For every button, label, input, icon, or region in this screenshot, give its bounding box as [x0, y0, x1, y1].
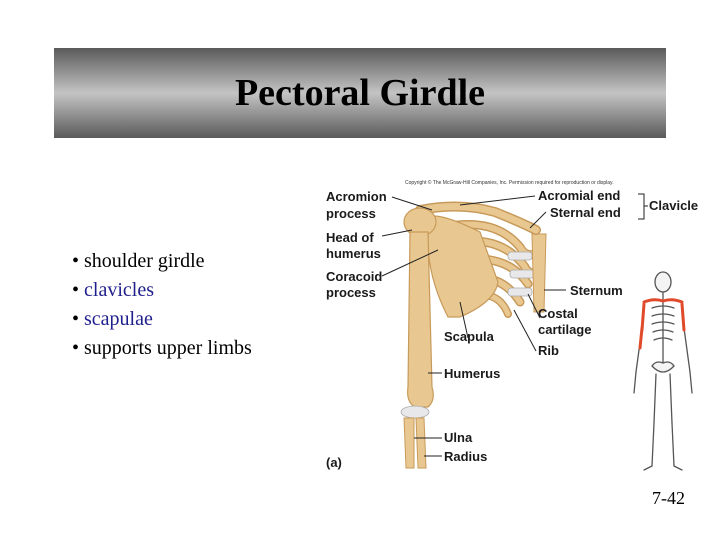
label-rib: Rib [538, 343, 559, 358]
title-bar: Pectoral Girdle [54, 48, 666, 138]
slide-number: 7-42 [652, 488, 685, 508]
bullet-item: supports upper limbs [72, 334, 252, 363]
humerus-illustration [400, 207, 437, 419]
label-ulna: Ulna [444, 430, 473, 445]
label-acromial-end: Acromial end [538, 188, 620, 203]
bullet-item: clavicles [72, 276, 252, 305]
label-panel-a: (a) [326, 455, 342, 470]
pectoral-girdle-figure: Copyright © The McGraw-Hill Companies, I… [326, 179, 698, 470]
scapula-illustration [427, 215, 499, 318]
sternum-illustration [531, 233, 547, 313]
bullet-item: shoulder girdle [72, 247, 252, 276]
skeleton-thumbnail [633, 271, 693, 471]
clavicle-highlight [416, 202, 540, 234]
copyright-notice: Copyright © The McGraw-Hill Companies, I… [405, 179, 614, 186]
label-clavicle: Clavicle [649, 198, 698, 213]
bullet-item: scapulae [72, 305, 252, 334]
label-humerus: Humerus [444, 366, 500, 381]
costal-cartilage-illustration [507, 251, 535, 297]
bullet-list: shoulder girdle clavicles scapulae suppo… [72, 247, 252, 363]
slide-title: Pectoral Girdle [234, 72, 486, 114]
highlighted-girdle [638, 298, 686, 350]
label-sternum: Sternum [570, 283, 623, 298]
label-scapula: Scapula [444, 329, 495, 344]
leader-lines [381, 193, 648, 457]
label-sternal-end: Sternal end [550, 205, 621, 220]
forearm-illustration [403, 417, 427, 469]
label-radius: Radius [444, 449, 487, 464]
